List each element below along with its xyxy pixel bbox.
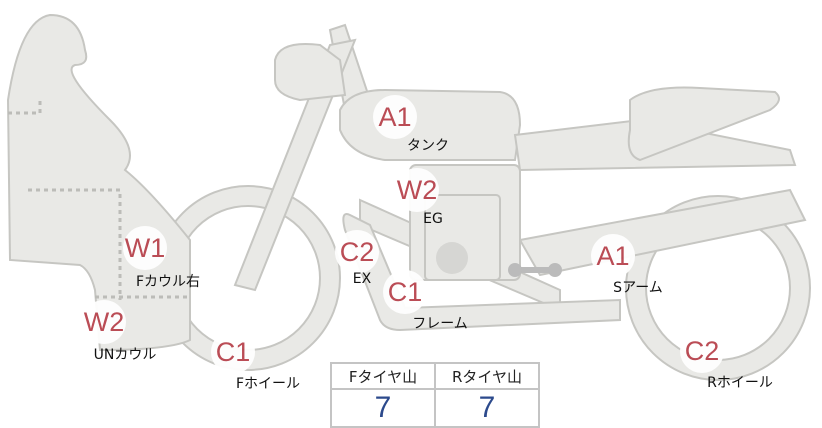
part-label-frame: フレーム xyxy=(412,316,468,332)
front-tire-value: 7 xyxy=(330,388,436,428)
damage-code-front-wheel[interactable]: C1 xyxy=(211,330,255,374)
rear-tire-value: 7 xyxy=(434,388,540,428)
damage-code-swingarm[interactable]: A1 xyxy=(591,234,635,278)
damage-code-front-cowl-right[interactable]: W1 xyxy=(123,226,167,270)
part-label-under-cowl: UNカウル xyxy=(93,347,157,363)
damage-code-frame[interactable]: C1 xyxy=(383,270,427,314)
damage-code-exhaust[interactable]: C2 xyxy=(335,230,379,274)
part-label-engine: EG xyxy=(423,211,443,227)
tire-tread-table: Fタイヤ山 Rタイヤ山 7 7 xyxy=(330,362,540,428)
damage-code-engine[interactable]: W2 xyxy=(395,168,439,212)
part-label-swingarm: Sアーム xyxy=(613,280,663,296)
exhaust xyxy=(342,213,621,332)
damage-code-under-cowl[interactable]: W2 xyxy=(82,300,126,344)
front-tire-header: Fタイヤ山 xyxy=(330,362,436,390)
part-label-front-cowl-right: Fカウル右 xyxy=(135,274,201,290)
part-label-rear-wheel: Rホイール xyxy=(707,375,773,391)
seat xyxy=(627,86,780,162)
part-label-front-wheel: Fホイール xyxy=(235,376,301,392)
part-label-tank: タンク xyxy=(407,138,449,154)
front-fork xyxy=(233,38,357,292)
part-label-exhaust: EX xyxy=(352,271,372,287)
rear-tire-header: Rタイヤ山 xyxy=(434,362,540,390)
damage-code-tank[interactable]: A1 xyxy=(373,95,417,139)
damage-code-rear-wheel[interactable]: C2 xyxy=(680,329,724,373)
